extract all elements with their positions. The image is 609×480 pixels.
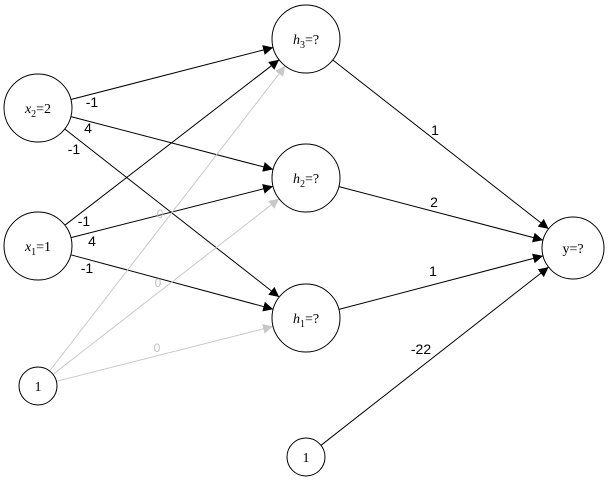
node-h1-sub: 1 [300,319,305,330]
edge-label-x2-h3: -1 [86,94,99,110]
node-x1-circle [3,211,73,281]
node-b1-label: 1 [35,380,42,395]
edge-label-x1-h3: -1 [78,213,91,229]
edge-label-h1-y: 1 [429,263,437,279]
node-x1-var: x [24,240,32,255]
node-x1-sub: 1 [31,247,36,258]
node-x2-label: x2=2 [24,102,51,120]
node-b2: 1 [286,437,326,477]
node-h2-circle [271,143,341,213]
node-h1-label: h1=? [293,312,319,330]
edge-label-h2-y: 2 [430,194,438,210]
node-y-circle [541,216,605,280]
node-x2-var: x [24,102,32,117]
edge-x2-h3 [70,45,274,100]
node-h2-var: h [293,172,300,187]
edge-b1-h3 [49,65,286,372]
node-x1-label: x1=1 [24,240,51,258]
edge-label-x1-h2: 4 [88,233,96,249]
node-x1: x1=1 [3,211,73,281]
edge-label-b1-h2: 0 [155,276,162,290]
edge-h1-y [338,253,544,310]
node-h3-label: h3=? [293,33,319,51]
node-h3-sub: 3 [300,40,305,51]
edges-layer [49,45,549,446]
node-h3: h3=? [271,4,341,74]
node-h2-sub: 2 [300,179,305,190]
edge-b1-h2 [52,198,280,375]
node-h2-label: h2=? [293,172,319,190]
node-x2-suffix: =2 [36,102,51,117]
node-b1: 1 [18,366,58,406]
edge-label-h3-y: 1 [431,122,439,138]
node-h3-var: h [293,33,300,48]
node-y: y=? [541,216,605,280]
node-b2-label: 1 [303,451,310,466]
node-h3-circle [271,4,341,74]
edge-label-b2-y: -22 [411,341,431,357]
node-h1-var: h [293,312,300,327]
node-h1-suffix: =? [305,312,319,327]
edge-b2-y [320,266,549,446]
node-y-label: y=? [562,242,583,257]
node-h2-suffix: =? [305,172,319,187]
edge-x1-h3 [64,59,280,226]
node-h1: h1=? [271,283,341,353]
node-x2: x2=2 [3,73,73,143]
node-b2-circle [286,437,326,477]
edge-label-x1-h1: -1 [81,260,94,276]
node-h2: h2=? [271,143,341,213]
node-x1-suffix: =1 [36,240,51,255]
node-x2-circle [3,73,73,143]
node-b1-circle [18,366,58,406]
node-h3-suffix: =? [305,33,319,48]
edge-label-b1-h3: 0 [157,207,164,221]
node-h1-circle [271,283,341,353]
edge-b1-h1 [56,324,274,382]
node-x2-sub: 2 [31,109,36,120]
edge-label-x2-h2: 4 [84,120,92,136]
edge-label-b1-h1: 0 [154,341,161,355]
edge-h2-y [338,186,544,243]
edge-h3-y [332,59,549,230]
edge-label-x2-h1: -1 [68,141,81,157]
